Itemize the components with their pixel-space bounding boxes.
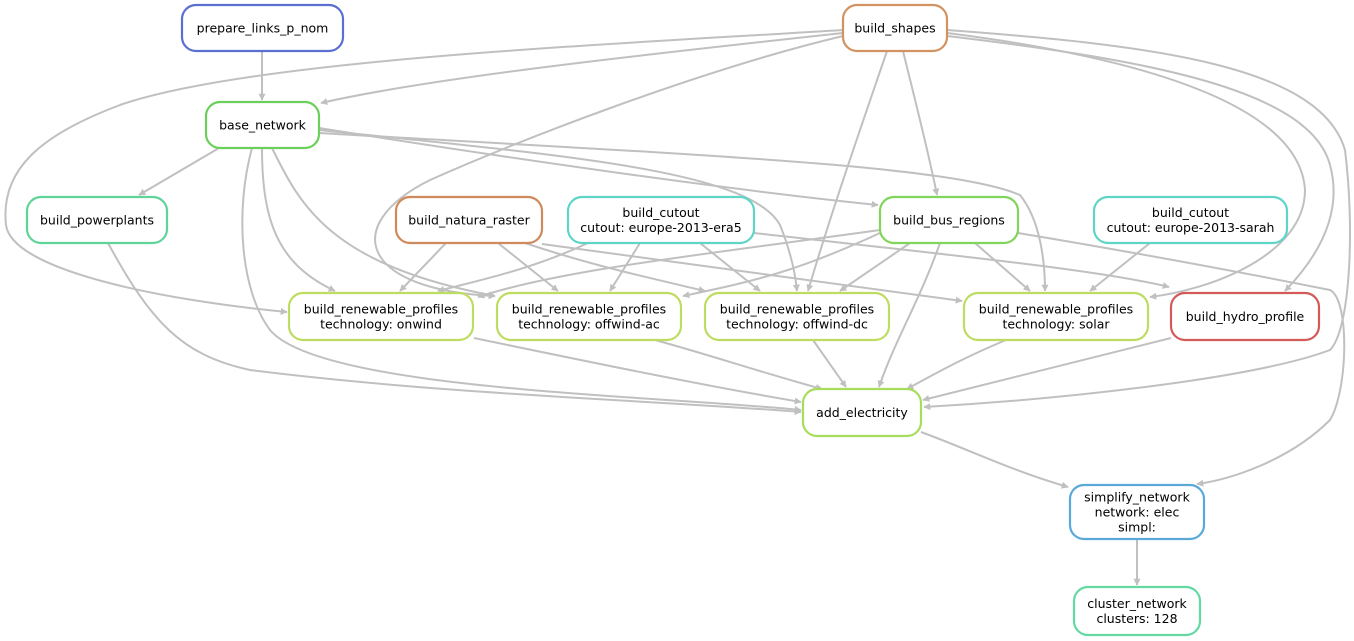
node-add_electricity: add_electricity — [801, 387, 923, 438]
edge-base_network-to-add_electricity — [241, 147, 802, 413]
node-box — [566, 195, 756, 245]
node-box — [878, 195, 1020, 245]
edge-build_bus_regions-to-brp_offwind_ac — [682, 232, 881, 299]
node-box — [841, 3, 949, 53]
node-label: build_renewable_profiles — [979, 302, 1133, 317]
edge-build_bus_regions-to-simplify_network — [1017, 232, 1346, 487]
node-prepare_links_p_nom: prepare_links_p_nom — [180, 3, 345, 53]
node-label: build_natura_raster — [408, 213, 530, 228]
edge-build_powerplants-to-add_electricity — [107, 242, 802, 415]
edge-build_shapes-to-build_hydro_profile — [946, 35, 1335, 292]
edge-brp_solar-to-add_electricity — [906, 339, 1007, 390]
node-box — [801, 387, 923, 438]
node-build_natura_raster: build_natura_raster — [394, 195, 544, 245]
node-box — [204, 100, 321, 150]
edge-brp_offwind_dc-to-add_electricity — [812, 339, 847, 388]
node-box — [287, 291, 475, 342]
edge-build_bus_regions-to-brp_offwind_dc — [839, 242, 911, 292]
node-label: build_shapes — [854, 21, 935, 36]
edge-base_network-to-build_powerplants — [138, 147, 220, 196]
node-label: build_cutout — [1152, 205, 1229, 220]
node-label: cluster_network — [1087, 596, 1187, 611]
edge-build_shapes-to-brp_offwind_dc — [806, 50, 888, 292]
edge-add_electricity-to-simplify_network — [920, 431, 1069, 489]
edge-build_cutout_era5-to-brp_offwind_dc — [699, 242, 761, 292]
node-box — [25, 195, 169, 245]
node-base_network: base_network — [204, 100, 321, 150]
node-label: build_renewable_profiles — [720, 302, 874, 317]
edge-base_network-to-brp_offwind_ac — [271, 147, 496, 299]
node-label: build_hydro_profile — [1186, 309, 1305, 324]
edge-build_shapes-to-add_electricity — [923, 29, 1351, 411]
node-box — [1068, 483, 1206, 541]
edge-build_cutout_era5-to-brp_offwind_ac — [609, 242, 641, 292]
node-label: build_cutout — [622, 205, 699, 220]
node-build_hydro_profile: build_hydro_profile — [1169, 291, 1321, 342]
edge-build_natura_raster-to-brp_offwind_dc — [524, 242, 706, 293]
edge-brp_onwind-to-add_electricity — [473, 337, 802, 405]
nodes-layer: prepare_links_p_nom build_shapes base_netw… — [25, 3, 1321, 637]
node-box — [1072, 585, 1202, 637]
node-label: build_renewable_profiles — [304, 302, 458, 317]
edge-build_cutout_era5-to-build_hydro_profile — [753, 232, 1170, 289]
edge-base_network-to-build_bus_regions — [318, 127, 879, 208]
edge-base_network-to-brp_offwind_dc — [318, 129, 800, 292]
node-build_shapes: build_shapes — [841, 3, 949, 53]
node-label: build_bus_regions — [893, 213, 1005, 228]
node-box — [962, 291, 1150, 342]
edge-build_shapes-to-base_network — [320, 32, 844, 106]
node-box — [1169, 291, 1321, 342]
node-box — [394, 195, 544, 245]
node-label: build_powerplants — [40, 213, 154, 228]
node-label: build_renewable_profiles — [512, 302, 666, 317]
edge-build_cutout_sarah-to-brp_solar — [1089, 242, 1151, 292]
edge-build_cutout_era5-to-brp_onwind — [437, 242, 589, 293]
edge-base_network-to-brp_onwind — [261, 147, 336, 292]
edge-build_bus_regions-to-add_electricity — [877, 242, 941, 388]
node-wildcard-label: technology: offwind-ac — [518, 317, 660, 332]
node-label: prepare_links_p_nom — [197, 21, 329, 36]
node-box — [703, 291, 891, 342]
node-wildcard-label: technology: solar — [1002, 317, 1110, 332]
node-wildcard-label: cutout: europe-2013-sarah — [1107, 220, 1275, 235]
edge-build_hydro_profile-to-add_electricity — [922, 337, 1172, 402]
node-label: add_electricity — [816, 405, 908, 420]
node-box — [1092, 195, 1289, 245]
node-wildcard-label: technology: onwind — [320, 317, 442, 332]
node-box — [180, 3, 345, 53]
edge-build_shapes-to-brp_offwind_ac — [374, 35, 844, 300]
node-box — [495, 291, 683, 342]
node-wildcard-label: cutout: europe-2013-era5 — [580, 220, 741, 235]
node-wildcard-label: network: elec — [1095, 505, 1180, 520]
edge-build_shapes-to-build_bus_regions — [902, 50, 940, 196]
node-label: simplify_network — [1084, 490, 1190, 505]
node-build_powerplants: build_powerplants — [25, 195, 169, 245]
edges-layer — [4, 29, 1351, 586]
node-wildcard-label: clusters: 128 — [1096, 611, 1177, 626]
edge-build_shapes-to-brp_solar — [946, 32, 1307, 300]
edge-build_bus_regions-to-brp_onwind — [477, 229, 881, 299]
node-wildcard-label: technology: offwind-dc — [726, 317, 868, 332]
edge-brp_offwind_ac-to-add_electricity — [654, 339, 823, 391]
edge-build_bus_regions-to-brp_solar — [974, 242, 1031, 292]
edge-build_natura_raster-to-brp_onwind — [399, 242, 447, 292]
node-label: base_network — [219, 118, 307, 133]
node-build_bus_regions: build_bus_regions — [878, 195, 1020, 245]
edge-build_natura_raster-to-brp_solar — [541, 243, 963, 304]
edge-build_shapes-to-brp_onwind — [4, 29, 844, 315]
node-wildcard-label: simpl: — [1118, 520, 1156, 535]
